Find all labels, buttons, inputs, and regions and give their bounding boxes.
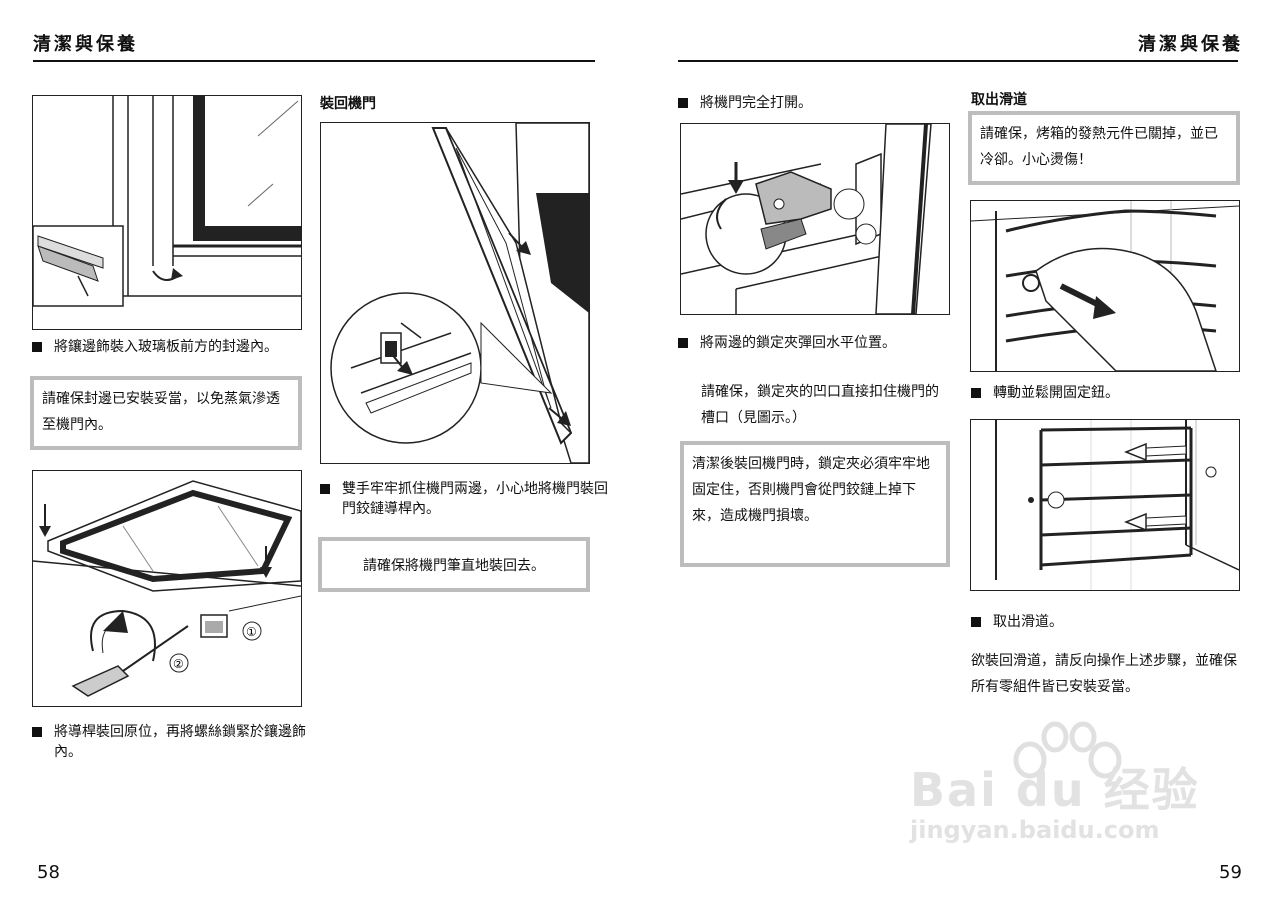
baidu-url-text: jingyan.baidu.com <box>910 816 1160 844</box>
left-col2-bullet1: 雙手牢牢抓住機門兩邊，小心地將機門裝回門鉸鏈導桿內。 <box>320 479 614 519</box>
right-col2-bullet2: 取出滑道。 <box>971 612 1241 632</box>
bullet-text: 將機門完全打開。 <box>700 95 812 111</box>
bullet-text: 轉動並鬆開固定鈕。 <box>993 385 1119 401</box>
locking-clip-illustration <box>681 124 932 314</box>
bullet-text: 將兩邊的鎖定夾彈回水平位置。 <box>700 335 896 351</box>
bullet-text: 將導桿裝回原位，再將螺絲鎖緊於鑲邊飾內。 <box>54 724 306 760</box>
paw-logo-icon <box>1013 721 1122 779</box>
step1-label: ① <box>246 625 257 639</box>
left-col1-note1: 請確保封邊已安裝妥當，以免蒸氣滲透至機門內。 <box>30 376 302 450</box>
step2-circle <box>169 653 189 673</box>
baidu-logo-text: Bai du 经验 <box>910 763 1200 817</box>
right-col2-note1: 請確保，烤箱的發熱元件已關掉，並已冷卻。小心燙傷！ <box>968 111 1240 185</box>
bullet-square <box>678 338 688 348</box>
figure-rail-screw: ① ② <box>32 470 302 707</box>
bullet-text: 雙手牢牢抓住機門兩邊，小心地將機門裝回門鉸鏈導桿內。 <box>342 481 608 517</box>
right-page-header: 清潔與保養 <box>1138 34 1243 55</box>
right-col1-bullet1: 將機門完全打開。 <box>678 93 948 113</box>
bullet-square <box>678 98 688 108</box>
figure-trim-seal <box>32 95 302 330</box>
right-col1-bullet2: 將兩邊的鎖定夾彈回水平位置。 <box>678 333 948 353</box>
right-col1-para1: 請確保，鎖定夾的凹口直接扣住機門的槽口（見圖示。） <box>701 384 939 426</box>
baidu-watermark: Bai du 经验 jingyan.baidu.com <box>905 712 1215 862</box>
right-col2-bullet1: 轉動並鬆開固定鈕。 <box>971 383 1241 403</box>
step1-circle <box>242 621 262 641</box>
left-page-number: 58 <box>37 862 60 883</box>
figure-locking-clip <box>680 123 950 315</box>
left-page-header: 清潔與保養 <box>33 34 138 55</box>
loosen-knob-illustration <box>971 201 1239 371</box>
left-col2-note1: 請確保將機門筆直地裝回去。 <box>318 537 590 592</box>
remove-rails-illustration <box>995 420 1239 590</box>
right-header-rule <box>678 60 1238 62</box>
left-col2-subhead: 裝回機門 <box>320 96 376 112</box>
bullet-text: 將鑲邊飾裝入玻璃板前方的封邊內。 <box>54 339 278 355</box>
left-col1-bullet1: 將鑲邊飾裝入玻璃板前方的封邊內。 <box>32 337 324 357</box>
figure-remove-rails <box>970 419 1240 591</box>
step2-label: ② <box>173 657 184 671</box>
bullet-square <box>32 727 42 737</box>
reinstall-door-illustration <box>330 123 589 463</box>
left-header-rule <box>33 60 595 62</box>
right-page-number: 59 <box>1219 862 1242 883</box>
bullet-square <box>32 342 42 352</box>
right-col1-note1: 清潔後裝回機門時，鎖定夾必須牢牢地固定住，否則機門會從門鉸鏈上掉下來，造成機門損… <box>680 441 950 567</box>
figure-loosen-knob <box>970 200 1240 372</box>
right-col2-para1: 欲裝回滑道，請反向操作上述步驟，並確保所有零組件皆已安裝妥當。 <box>971 653 1237 695</box>
figure-reinstall-door <box>320 122 590 464</box>
rail-screw-illustration: ① ② <box>33 480 301 697</box>
bullet-square <box>971 617 981 627</box>
trim-seal-illustration <box>33 96 301 307</box>
bullet-text: 取出滑道。 <box>993 614 1063 630</box>
bullet-square <box>971 388 981 398</box>
bullet-square <box>320 484 330 494</box>
left-col1-bullet2: 將導桿裝回原位，再將螺絲鎖緊於鑲邊飾內。 <box>32 722 324 762</box>
right-col2-subhead: 取出滑道 <box>971 92 1027 108</box>
